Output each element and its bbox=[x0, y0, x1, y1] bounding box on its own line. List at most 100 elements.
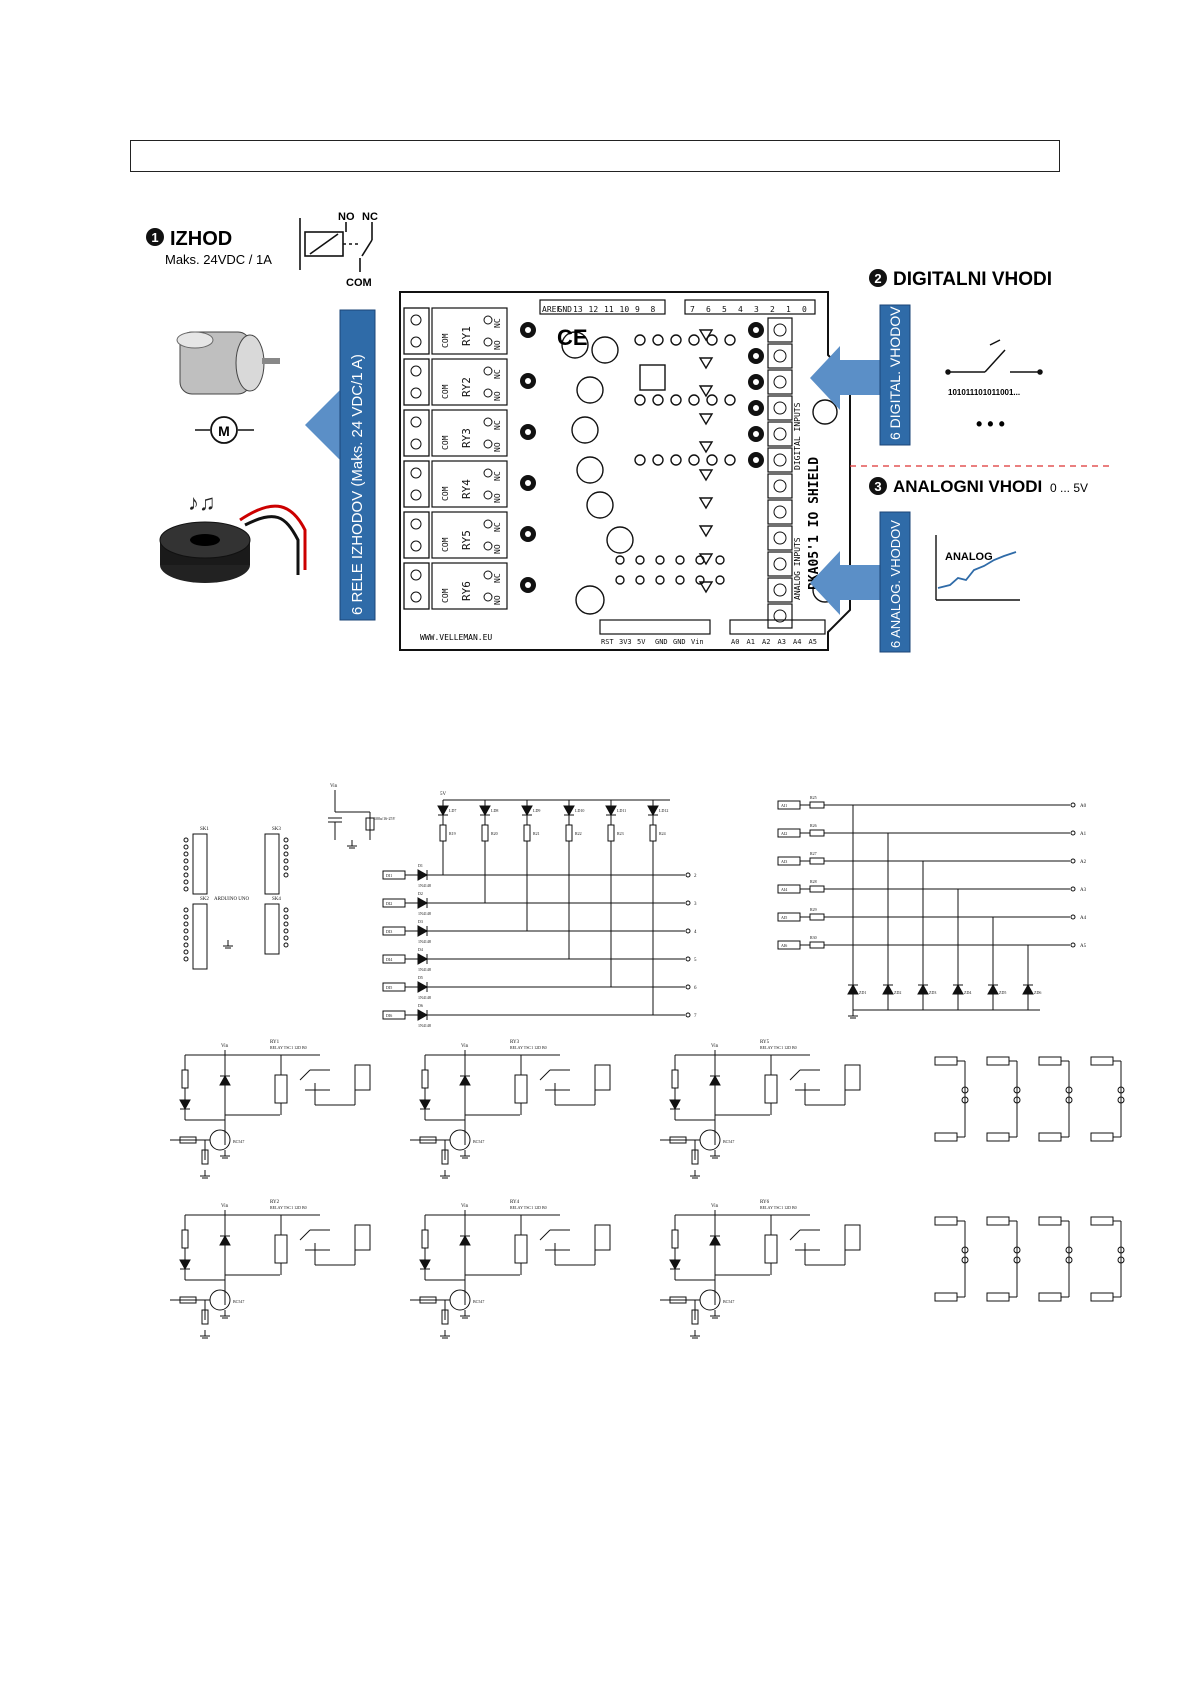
header-pin-label: 13 bbox=[573, 305, 583, 314]
res-label: R21 bbox=[533, 831, 540, 836]
number-badge-2 bbox=[869, 269, 887, 287]
svg-text:♪♫: ♪♫ bbox=[188, 490, 216, 515]
relay-type-label: RELAY TSC1 12D B0 bbox=[510, 1205, 547, 1210]
analog-output-label: A4 bbox=[1080, 916, 1087, 921]
relay-com-label: COM bbox=[441, 588, 450, 603]
relay-nc-label: NC bbox=[493, 420, 502, 430]
res-label: R30 bbox=[810, 935, 817, 940]
digital-output-label: 6 bbox=[694, 986, 697, 991]
digital-input-label: DI2 bbox=[386, 901, 392, 906]
diode-label: D4 bbox=[418, 947, 423, 952]
no-label: NO bbox=[338, 211, 355, 223]
ce-mark: CE bbox=[557, 325, 588, 350]
relay-symbol-icon bbox=[299, 218, 373, 272]
relay-no-label: NO bbox=[493, 391, 502, 401]
transistor-label: BC547 bbox=[723, 1139, 734, 1144]
analog-output-label: A0 bbox=[1080, 804, 1087, 809]
arduino-label: ARDUINO UNO bbox=[214, 897, 250, 902]
analog-inputs-label: ANALOG INPUTS bbox=[793, 537, 802, 600]
diode-type-label: 1N4148 bbox=[418, 939, 431, 944]
zener-label: ZD5 bbox=[999, 990, 1006, 995]
number-1: 1 bbox=[151, 230, 158, 245]
relay-terminal bbox=[403, 307, 430, 355]
schematic-label: SK4 bbox=[272, 897, 281, 902]
relay-nc-label: NC bbox=[493, 471, 502, 481]
digital-arrow-label: 6 DIGITAL. VHODOV bbox=[887, 306, 903, 440]
vin-label: Vin bbox=[711, 1204, 719, 1209]
relay-no-label: NO bbox=[493, 340, 502, 350]
izhod-spec: Maks. 24VDC / 1A bbox=[165, 252, 272, 267]
res-label: R20 bbox=[491, 831, 498, 836]
led-label: LD11 bbox=[617, 808, 626, 813]
header-pin-label: 11 bbox=[604, 305, 614, 314]
digital-input-label: DI3 bbox=[386, 929, 392, 934]
number-badge-3 bbox=[869, 477, 887, 495]
digital-output-label: 3 bbox=[694, 902, 697, 907]
header-pin-label: 9 bbox=[635, 305, 640, 314]
relay-schematic-label: RY6 bbox=[760, 1200, 770, 1205]
zener-label: ZD6 bbox=[1034, 990, 1041, 995]
header-pin-label: Vin bbox=[691, 638, 704, 646]
diode-type-label: 1N4148 bbox=[418, 911, 431, 916]
motor-symbol: M bbox=[218, 423, 230, 439]
digital-output-label: 5 bbox=[694, 958, 697, 963]
res-label: R19 bbox=[449, 831, 456, 836]
terminal-blocks-left bbox=[403, 307, 430, 610]
diode-type-label: 1N4148 bbox=[418, 967, 431, 972]
bottom-header bbox=[599, 619, 826, 635]
digital-output-label: 2 bbox=[694, 874, 697, 879]
relay-no-label: NO bbox=[493, 442, 502, 452]
diode-type-label: 1N4148 bbox=[418, 883, 431, 888]
schematic-label: SK2 bbox=[200, 897, 209, 902]
terminal-blocks-right bbox=[748, 317, 793, 629]
header-pin-label: GND bbox=[673, 638, 686, 646]
led-label: LD7 bbox=[449, 808, 456, 813]
relay-nc-label: NC bbox=[493, 573, 502, 583]
switch-icon bbox=[945, 339, 1043, 375]
digital-input-label: DI4 bbox=[386, 957, 392, 962]
res-label: R27 bbox=[810, 851, 817, 856]
diode-type-label: 1N4148 bbox=[418, 995, 431, 1000]
relay-schematic-label: RY1 bbox=[270, 1040, 280, 1045]
res-label: R28 bbox=[810, 879, 817, 884]
led-label: LD10 bbox=[575, 808, 584, 813]
vin-label: Vin bbox=[330, 784, 338, 789]
relay-type-label: RELAY TSC1 12D B0 bbox=[760, 1045, 797, 1050]
transistor-label: BC547 bbox=[723, 1299, 734, 1304]
vin-label: Vin bbox=[221, 1204, 229, 1209]
led-label: LD12 bbox=[659, 808, 668, 813]
relay-terminal bbox=[403, 562, 430, 610]
board-name: PKA05'1 IO SHIELD bbox=[807, 457, 822, 590]
analog-input-arrow bbox=[810, 511, 911, 653]
relay-label: RY5 bbox=[460, 530, 473, 550]
relay-footprint bbox=[431, 562, 508, 610]
schematic-label: SK3 bbox=[272, 827, 281, 832]
digital-output-label: 4 bbox=[694, 930, 697, 935]
transistor-label: BC547 bbox=[233, 1299, 244, 1304]
analog-arrow-label: 6 ANALOG. VHODOV bbox=[888, 520, 903, 648]
header-pin-label: GND bbox=[558, 305, 573, 314]
zener-label: ZD4 bbox=[964, 990, 971, 995]
relay-no-label: NO bbox=[493, 595, 502, 605]
relay-label: RY3 bbox=[460, 428, 473, 448]
relay-com-label: COM bbox=[441, 435, 450, 450]
relay-nc-label: NC bbox=[493, 318, 502, 328]
relay-schematic-label: RY5 bbox=[760, 1040, 770, 1045]
diode-label: D3 bbox=[418, 919, 423, 924]
relay-footprint bbox=[431, 307, 508, 355]
relay-no-label: NO bbox=[493, 544, 502, 554]
board-diagram: 1 IZHOD Maks. 24VDC / 1A NO NC COM M ♪♫ bbox=[146, 211, 1110, 653]
relay-schematic-label: RY4 bbox=[510, 1200, 520, 1205]
header-pin-label: 7 bbox=[690, 305, 695, 314]
relay-label: RY6 bbox=[460, 581, 473, 601]
header-pin-label: 3 bbox=[754, 305, 759, 314]
digital-title: DIGITALNI VHODI bbox=[893, 269, 1052, 290]
top-header bbox=[539, 299, 816, 315]
relay-label: RY2 bbox=[460, 377, 473, 397]
relay-schematic-label: RY2 bbox=[270, 1200, 280, 1205]
diode-label: D6 bbox=[418, 1003, 423, 1008]
digital-output-label: 7 bbox=[694, 1014, 697, 1019]
header-pin-label: A2 bbox=[762, 638, 770, 646]
schematic-label: SK1 bbox=[200, 827, 209, 832]
board-components bbox=[561, 329, 838, 615]
